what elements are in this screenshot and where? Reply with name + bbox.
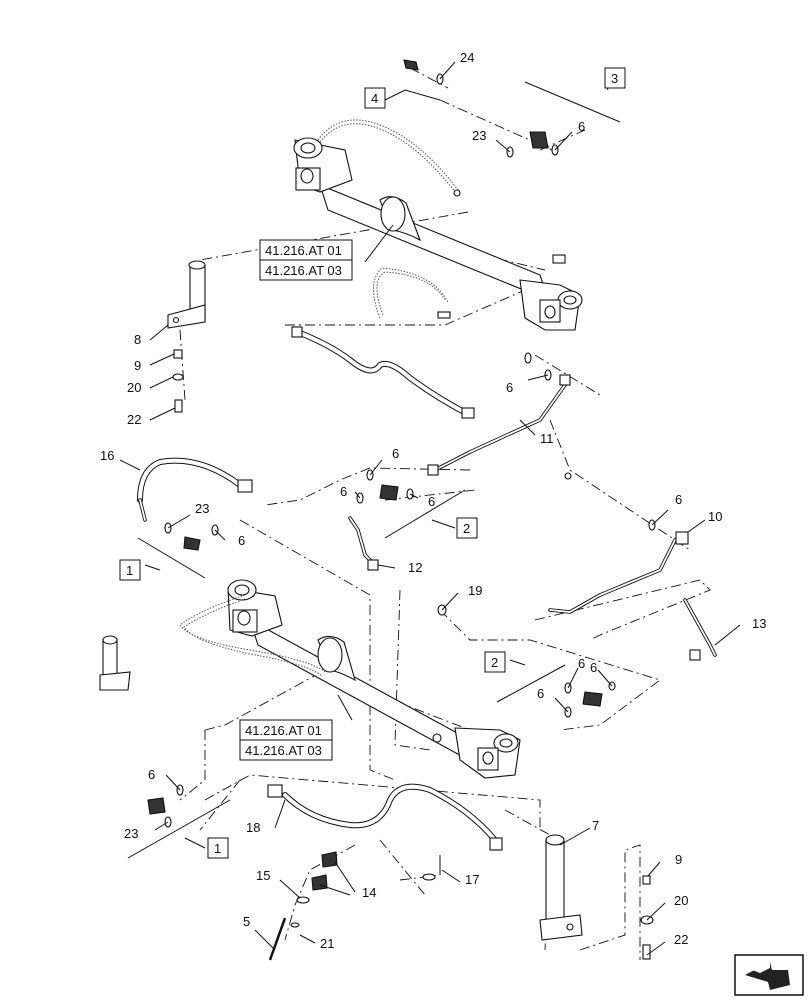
callout-6: 6 bbox=[392, 446, 399, 461]
callout-6: 6 bbox=[428, 494, 435, 509]
callout-6: 6 bbox=[148, 767, 155, 782]
section-refs: 3 4 2 1 2 1 bbox=[119, 67, 626, 859]
callout-15: 15 bbox=[256, 868, 270, 883]
callout-16: 16 bbox=[100, 448, 114, 463]
callout-10: 10 bbox=[708, 509, 722, 524]
section-ref-2: 2 bbox=[491, 655, 498, 670]
callout-20: 20 bbox=[674, 893, 688, 908]
cross-ref-lower: 41.216.AT 01 41.216.AT 03 bbox=[239, 719, 333, 761]
hose-16 bbox=[137, 457, 253, 551]
callout-11: 11 bbox=[540, 431, 554, 446]
upper-long-hose bbox=[291, 326, 475, 419]
callout-23: 23 bbox=[195, 501, 209, 516]
section-ref-2: 2 bbox=[463, 521, 470, 536]
callout-23: 23 bbox=[124, 826, 138, 841]
callout-24: 24 bbox=[460, 50, 474, 65]
callout-6: 6 bbox=[238, 533, 245, 548]
callout-5: 5 bbox=[243, 914, 250, 929]
tube-12 bbox=[348, 516, 379, 571]
tube-11 bbox=[427, 352, 571, 476]
top-fittings bbox=[403, 59, 559, 197]
callout-19: 19 bbox=[468, 583, 482, 598]
callout-18: 18 bbox=[246, 820, 260, 835]
cross-ref-upper-line2: 41.216.AT 03 bbox=[265, 263, 342, 278]
callout-6: 6 bbox=[506, 380, 513, 395]
callout-8: 8 bbox=[134, 332, 141, 347]
upper-cylinder-assembly bbox=[293, 119, 583, 331]
center-fittings bbox=[356, 469, 572, 504]
callout-6: 6 bbox=[578, 119, 585, 134]
callout-12: 12 bbox=[408, 560, 422, 575]
callout-20: 20 bbox=[127, 380, 141, 395]
pin-7 bbox=[539, 834, 583, 941]
pin-left-reference bbox=[99, 635, 131, 691]
section-ref-3: 3 bbox=[611, 71, 618, 86]
hand-arrow-icon bbox=[734, 954, 804, 996]
cross-ref-lower-line2: 41.216.AT 03 bbox=[245, 743, 322, 758]
pin-7-hardware bbox=[640, 875, 654, 960]
tube-13 bbox=[683, 598, 717, 661]
tube-10 bbox=[548, 519, 689, 614]
section-brackets bbox=[127, 81, 621, 859]
lower-right-fittings bbox=[437, 604, 616, 718]
callout-6: 6 bbox=[578, 656, 585, 671]
callout-13: 13 bbox=[752, 616, 766, 631]
callout-14: 14 bbox=[362, 885, 376, 900]
section-ref-4: 4 bbox=[371, 91, 378, 106]
lower-left-fittings bbox=[147, 784, 184, 828]
callout-22: 22 bbox=[674, 932, 688, 947]
callout-6: 6 bbox=[590, 660, 597, 675]
callout-21: 21 bbox=[320, 936, 334, 951]
cross-ref-upper-line1: 41.216.AT 01 bbox=[265, 243, 342, 258]
part-callouts: 24 6 23 8 9 20 22 6 11 16 6 6 6 23 6 12 … bbox=[100, 50, 766, 951]
cross-ref-upper: 41.216.AT 01 41.216.AT 03 bbox=[259, 239, 353, 281]
callout-23: 23 bbox=[472, 128, 486, 143]
callout-7: 7 bbox=[592, 818, 599, 833]
callout-6: 6 bbox=[537, 686, 544, 701]
callout-9: 9 bbox=[134, 358, 141, 373]
hose-18 bbox=[267, 783, 503, 851]
callout-6: 6 bbox=[340, 484, 347, 499]
callout-9: 9 bbox=[675, 852, 682, 867]
lower-cylinder-assembly bbox=[179, 579, 521, 779]
callout-17: 17 bbox=[465, 872, 479, 887]
pin-8 bbox=[167, 260, 206, 413]
section-ref-1: 1 bbox=[214, 841, 221, 856]
callout-22: 22 bbox=[127, 412, 141, 427]
clamp-hardware bbox=[268, 851, 441, 961]
leader-lines bbox=[119, 61, 741, 956]
section-ref-1: 1 bbox=[126, 563, 133, 578]
cross-ref-lower-line1: 41.216.AT 01 bbox=[245, 723, 322, 738]
callout-6: 6 bbox=[675, 492, 682, 507]
